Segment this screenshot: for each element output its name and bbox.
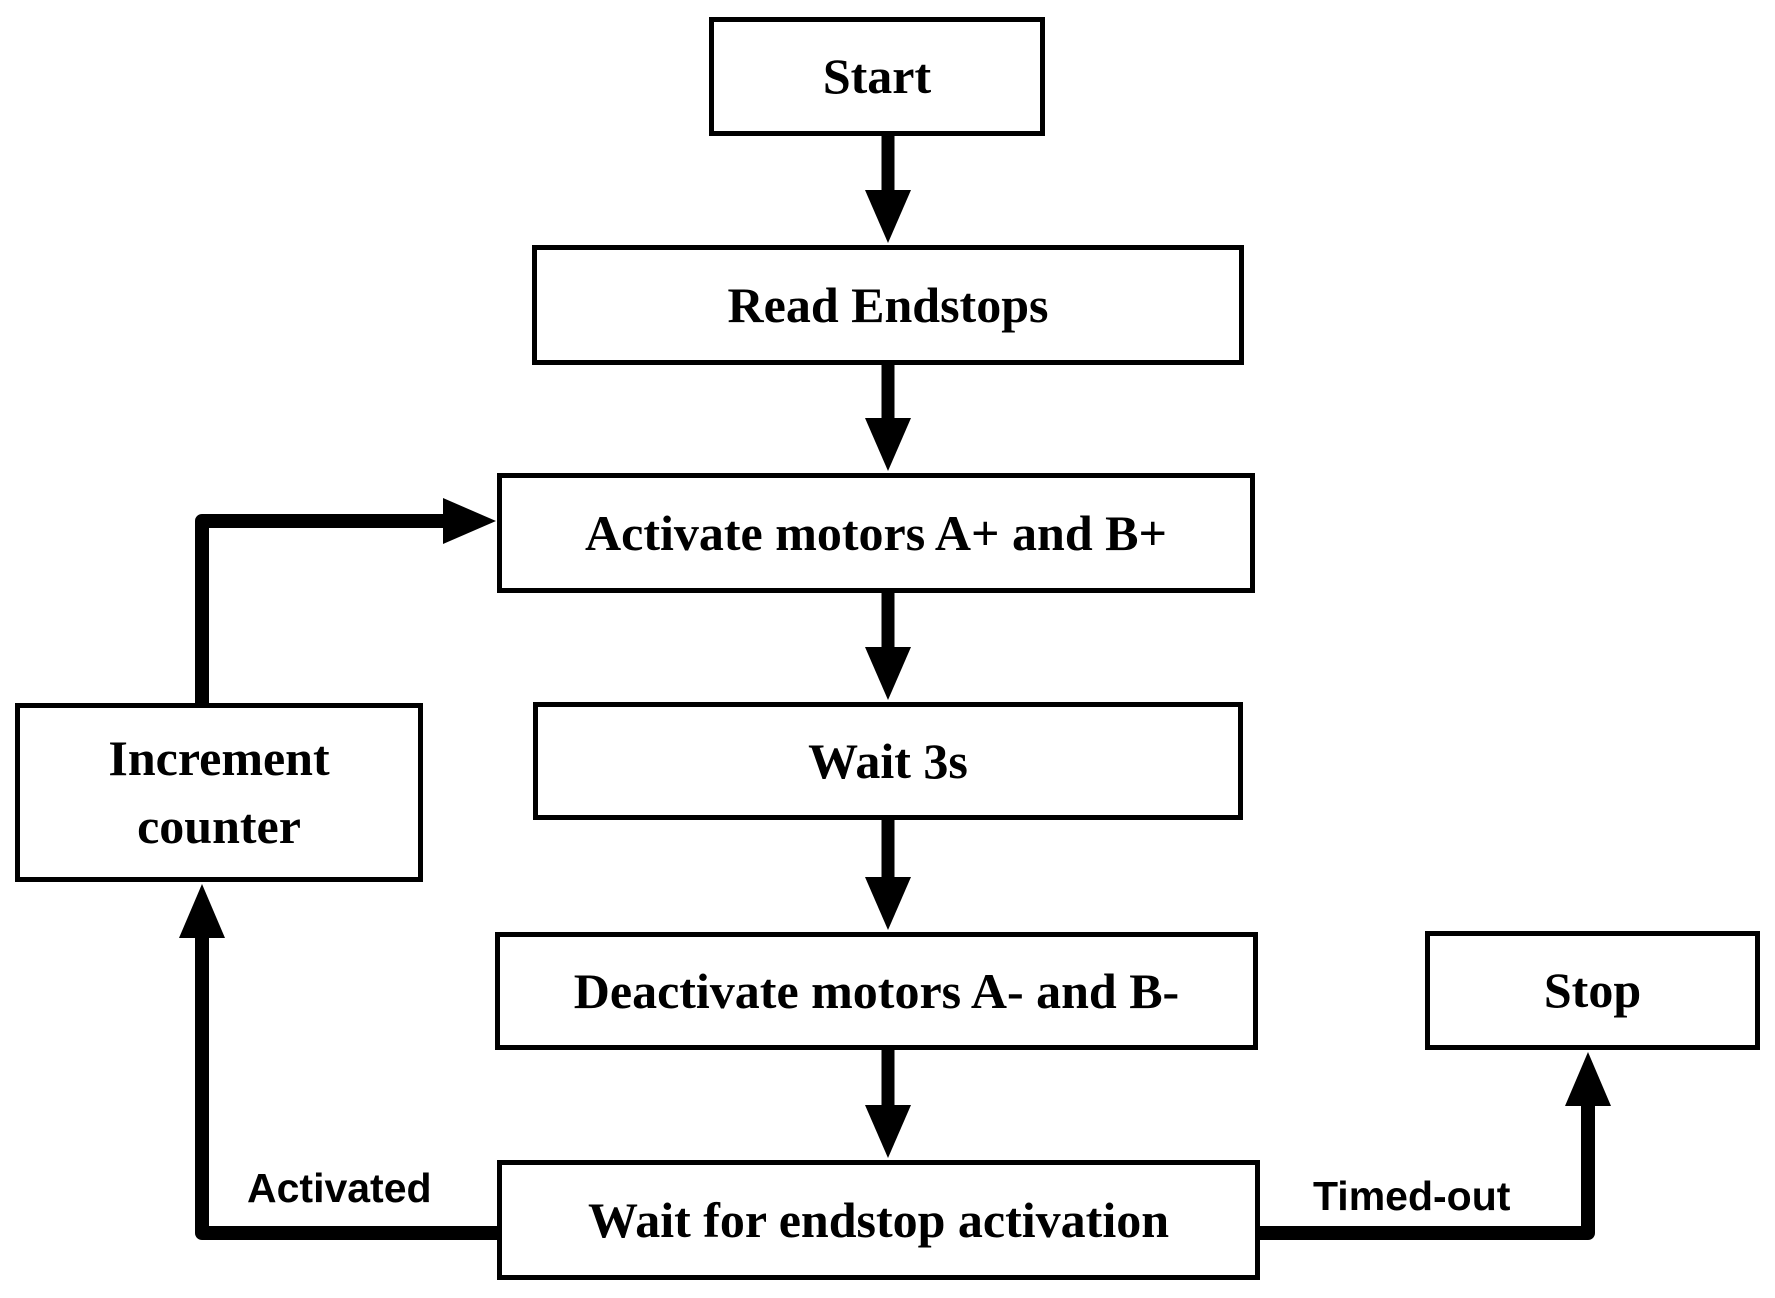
node-deactivate-motors-label: Deactivate motors A- and B- (573, 962, 1180, 1019)
node-stop-label: Stop (1543, 962, 1642, 1019)
node-increment-counter-label: Increment counter (108, 730, 330, 854)
node-read-endstops-label: Read Endstops (727, 276, 1049, 333)
arrow-wait-3s-to-deactivate-motors (865, 818, 911, 930)
node-wait-endstop: Wait for endstop activation (497, 1160, 1260, 1280)
node-activate-motors-label: Activate motors A+ and B+ (585, 504, 1167, 561)
node-stop: Stop (1425, 931, 1760, 1050)
node-wait-3s-label: Wait 3s (808, 732, 968, 789)
arrow-deactivate-motors-to-wait-endstop (865, 1048, 911, 1158)
arrow-read-endstops-to-activate-motors (865, 363, 911, 471)
node-start: Start (709, 17, 1045, 136)
node-activate-motors: Activate motors A+ and B+ (497, 473, 1255, 593)
arrow-start-to-read-endstops (865, 134, 911, 243)
arrow-wait-endstop-to-stop (1258, 1052, 1611, 1240)
arrow-wait-endstop-to-increment-counter (179, 884, 499, 1240)
node-start-label: Start (822, 48, 932, 105)
node-deactivate-motors: Deactivate motors A- and B- (495, 932, 1258, 1050)
node-wait-3s: Wait 3s (533, 702, 1243, 820)
arrow-increment-counter-to-activate-motors (195, 498, 496, 705)
node-read-endstops: Read Endstops (532, 245, 1244, 365)
node-increment-counter: Increment counter (15, 703, 423, 882)
edge-label-activated: Activated (247, 1165, 432, 1211)
arrow-activate-motors-to-wait-3s (865, 591, 911, 700)
edge-label-timed-out: Timed-out (1313, 1173, 1511, 1219)
node-wait-endstop-label: Wait for endstop activation (587, 1191, 1170, 1248)
